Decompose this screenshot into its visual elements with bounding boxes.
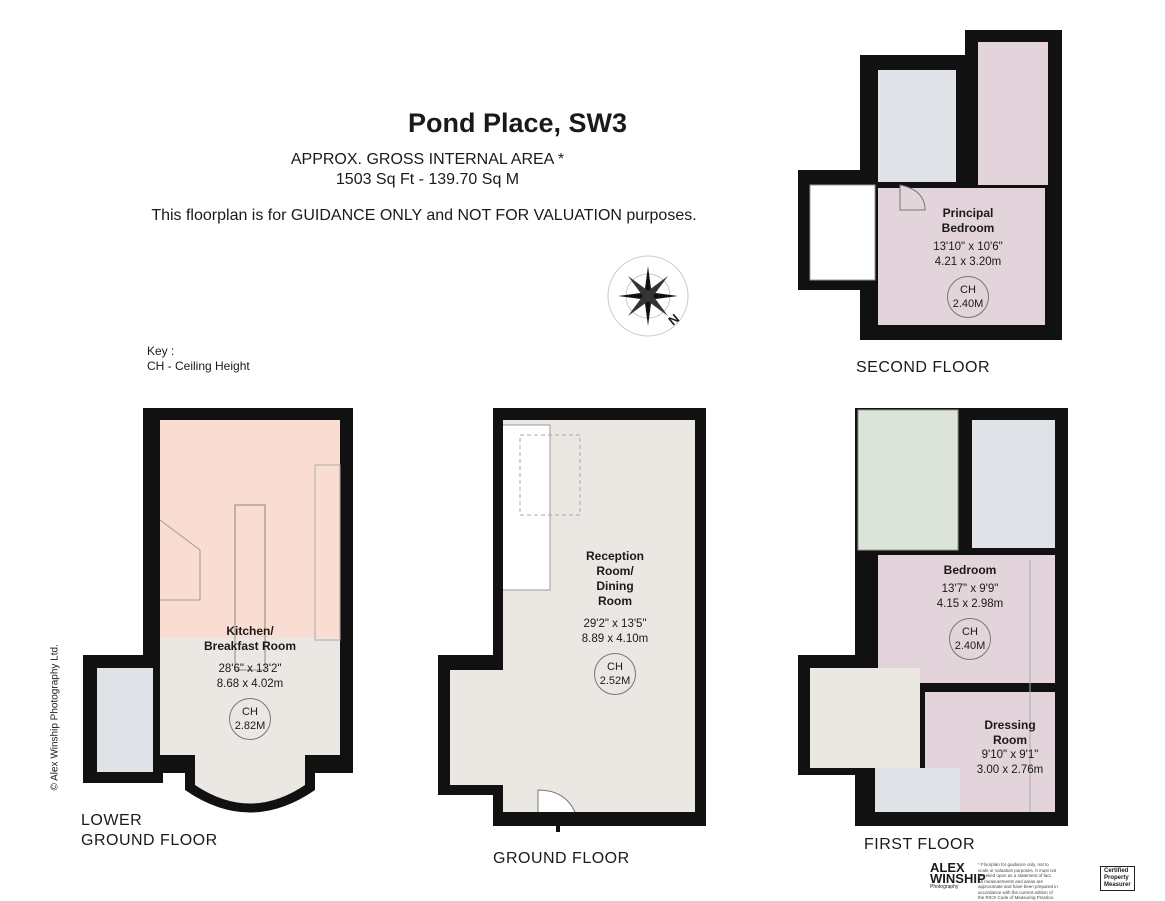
room-name: Dressing Room	[984, 718, 1036, 747]
floor-label-ground: GROUND FLOOR	[493, 850, 630, 867]
key-entry: CH - Ceiling Height	[147, 359, 250, 373]
room-imperial: 13'7" x 9'9"	[941, 583, 999, 595]
room-dressing: Dressing Room 9'10" x 9'1" 3.00 x 2.76m	[950, 718, 1070, 778]
room-imperial: 13'10" x 10'6"	[933, 241, 1003, 253]
room-metric: 8.68 x 4.02m	[216, 678, 284, 690]
gross-area: APPROX. GROSS INTERNAL AREA * 1503 Sq Ft…	[0, 150, 855, 190]
copyright: © Alex Winship Photography Ltd.	[49, 644, 61, 791]
room-principal-bedroom: Principal Bedroom 13'10" x 10'6" 4.21 x …	[908, 206, 1028, 318]
room-metric: 3.00 x 2.76m	[976, 764, 1044, 776]
area-value: 1503 Sq Ft - 139.70 Sq M	[335, 171, 520, 188]
room-name: Reception Room/ Dining Room	[585, 549, 644, 608]
room-name: Principal Bedroom	[941, 206, 995, 235]
room-imperial: 9'10" x 9'1"	[981, 749, 1039, 761]
compass-rose-icon	[607, 255, 689, 337]
room-imperial: 29'2" x 13'5"	[583, 618, 647, 630]
guidance-note: This floorplan is for GUIDANCE ONLY and …	[151, 207, 697, 224]
page-title: Pond Place, SW3	[407, 108, 628, 138]
room-reception: Reception Room/ Dining Room 29'2" x 13'5…	[555, 549, 675, 695]
room-kitchen: Kitchen/ Breakfast Room 28'6" x 13'2" 8.…	[190, 624, 310, 740]
room-imperial: 28'6" x 13'2"	[218, 663, 282, 675]
area-label: APPROX. GROSS INTERNAL AREA *	[290, 151, 565, 168]
rics-badge: Certified Property Measurer	[1100, 866, 1135, 891]
room-metric: 4.15 x 2.98m	[936, 598, 1004, 610]
ground-floor-plan	[438, 408, 706, 832]
room-metric: 4.21 x 3.20m	[934, 256, 1002, 268]
floor-label-first: FIRST FLOOR	[864, 836, 975, 853]
room-name: Bedroom	[943, 563, 997, 577]
key-title: Key :	[147, 344, 175, 358]
lower-ground-floor-plan	[83, 408, 353, 813]
room-name: Kitchen/ Breakfast Room	[203, 624, 297, 653]
entrance-arrow-icon	[550, 815, 566, 832]
room-metric: 8.89 x 4.10m	[581, 633, 649, 645]
floor-label-second: SECOND FLOOR	[856, 359, 991, 376]
first-floor-plan	[798, 408, 1068, 826]
disclaimer: * Floorplan for guidance only, not to sc…	[978, 862, 1058, 900]
floor-label-lower-ground: LOWER GROUND FLOOR	[81, 812, 218, 849]
key: Key : CH - Ceiling Height	[147, 344, 250, 374]
